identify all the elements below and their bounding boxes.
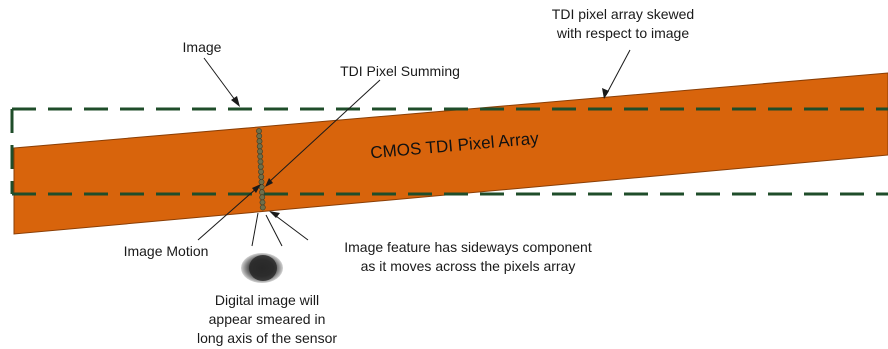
- tdi-pixel: [258, 173, 265, 180]
- tdi-pixel: [257, 153, 264, 160]
- motion-arrowhead: [252, 184, 261, 193]
- sideways-label-line2: as it moves across the pixels array: [361, 258, 576, 274]
- tdi-pixel: [259, 189, 265, 196]
- image-frame: [10, 107, 888, 196]
- skew-leader-line: [605, 49, 631, 96]
- tdi-pixel: [258, 179, 265, 185]
- tdi-pixel: [257, 148, 263, 155]
- smear-label-line2: appear smeared in: [209, 311, 326, 327]
- tdi-pixel: [256, 143, 263, 150]
- tdi-pixel-summing-label: TDI Pixel Summing: [340, 63, 460, 79]
- motion-leader-line: [197, 186, 259, 241]
- tdi-pixel: [259, 204, 266, 211]
- smear-label-line1: Digital image will: [215, 292, 319, 308]
- smear-leader-line-right: [265, 214, 283, 247]
- smear-label-line3: long axis of the sensor: [197, 330, 337, 346]
- tdi-pixel: [257, 163, 264, 170]
- tdi-pixel: [256, 138, 263, 145]
- summing-leader-line: [267, 79, 381, 184]
- summing-arrowhead: [265, 178, 273, 187]
- sideways-label-line1: Image feature has sideways component: [344, 239, 592, 255]
- sideways-leader-line: [271, 212, 309, 241]
- smeared-image-core: [249, 255, 277, 281]
- image-leader-line: [203, 57, 239, 105]
- tdi-pixel: [259, 199, 266, 206]
- image-arrowhead: [231, 96, 240, 107]
- skew-label-line2: with respect to image: [556, 25, 689, 41]
- tdi-pixel: [256, 133, 263, 139]
- tdi-pixel: [258, 168, 264, 175]
- image-motion-label: Image Motion: [124, 243, 209, 259]
- skew-arrowhead: [602, 88, 609, 99]
- skew-label-line1: TDI pixel array skewed: [552, 6, 694, 22]
- tdi-pixel: [256, 128, 262, 134]
- sideways-arrowhead: [269, 211, 280, 218]
- smear-leader-line-left: [251, 212, 259, 247]
- tdi-pixel: [257, 158, 264, 165]
- tdi-pixel-column: [256, 128, 266, 211]
- tdi-pixel: [259, 194, 266, 201]
- image-label: Image: [183, 39, 222, 55]
